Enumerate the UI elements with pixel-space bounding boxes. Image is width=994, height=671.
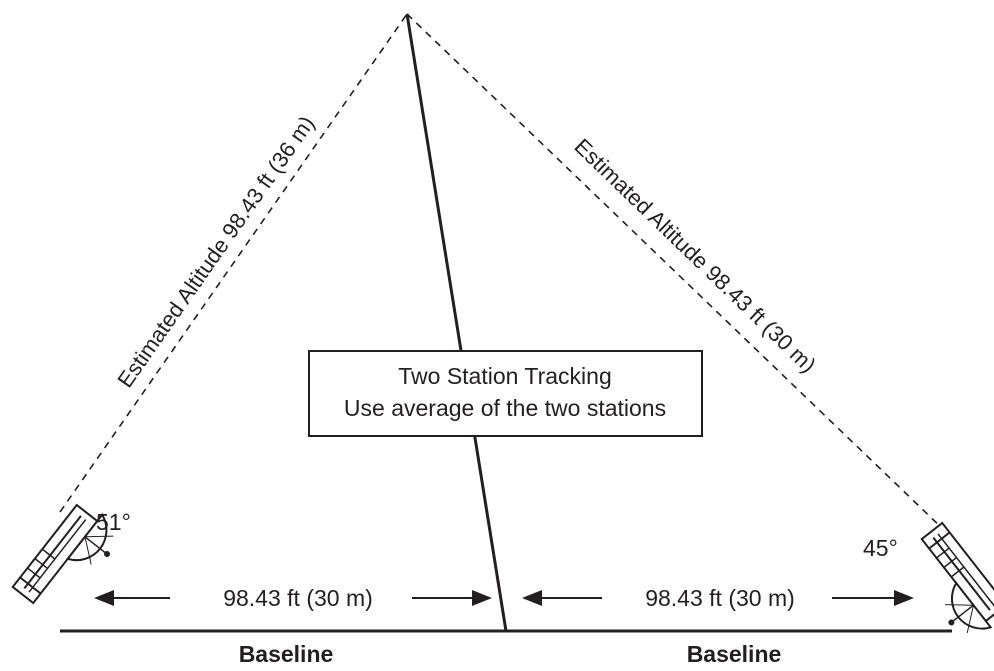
right-slant-label: Estimated Altitude 98.43 ft (30 m)	[570, 134, 821, 378]
info-box	[308, 350, 703, 437]
trajectory-line	[405, 13, 508, 632]
left-sight-line	[59, 13, 408, 513]
left-baseline-label: Baseline	[239, 641, 334, 666]
right-baseline-label: Baseline	[687, 641, 782, 666]
right-sight-line	[406, 13, 945, 531]
arrow-right-icon	[412, 590, 492, 606]
right-angle-label: 45°	[863, 535, 898, 561]
right-distance-label: 98.43 ft (30 m)	[645, 585, 795, 611]
left-angle-label: 51°	[96, 509, 131, 535]
info-box-line2: Use average of the two stations	[344, 395, 666, 421]
left-slant-label: Estimated Altitude 98.43 ft (36 m)	[112, 111, 319, 392]
inclinometer-left-icon	[11, 503, 114, 605]
left-distance-label: 98.43 ft (30 m)	[223, 585, 373, 611]
info-box-line1: Two Station Tracking	[398, 363, 612, 389]
arrow-left-icon	[94, 590, 170, 606]
inclinometer-right-icon	[920, 521, 994, 634]
arrow-right-icon	[832, 590, 914, 606]
arrow-left-icon	[522, 590, 602, 606]
